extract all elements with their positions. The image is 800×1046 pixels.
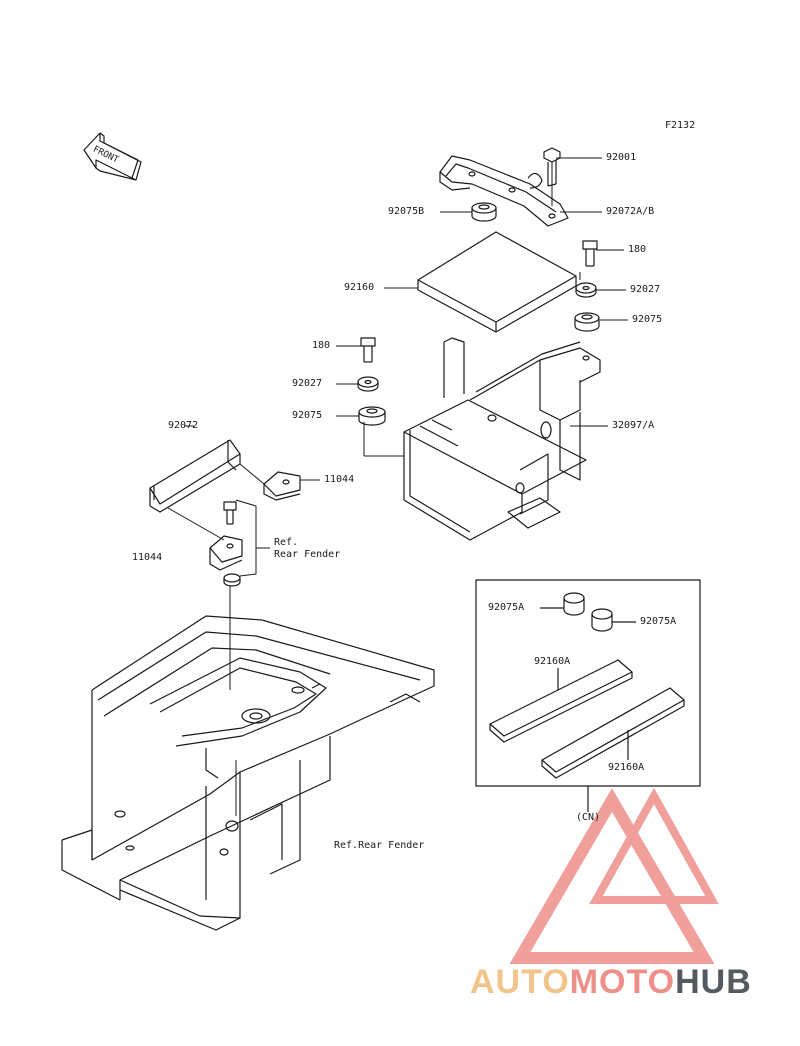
- label-92075-right: 92075: [632, 314, 663, 325]
- label-92075A-left: 92075A: [488, 602, 525, 613]
- battery-case-32097A: [403, 337, 601, 541]
- label-92072: 92072: [168, 420, 199, 431]
- clip-11044-right: [263, 471, 301, 501]
- label-92160A-lower: 92160A: [608, 762, 645, 773]
- battery-pad-92160: [417, 231, 577, 333]
- clip-11044-left: [209, 535, 243, 571]
- label-180-left: 180: [312, 340, 331, 351]
- watermark-moto: MOTO: [569, 963, 676, 1001]
- figure-code: F2132: [665, 120, 696, 131]
- label-variant-cn: (CN): [576, 812, 601, 823]
- label-11044-left: 11044: [132, 552, 163, 563]
- label-92160: 92160: [344, 282, 375, 293]
- label-92072AB: 92072A/B: [606, 206, 655, 217]
- washer-92027-right: [575, 282, 597, 298]
- washer-92027-left: [357, 376, 379, 392]
- label-180-right: 180: [628, 244, 647, 255]
- grommet-92075-left: [358, 406, 386, 426]
- inset-cn-box: [475, 579, 701, 812]
- label-92075A-right: 92075A: [640, 616, 677, 627]
- battery-holder-bracket: [439, 155, 569, 227]
- label-ref-rear-fender-upper: Ref. Rear Fender: [274, 537, 341, 560]
- grommet-92075-right: [574, 312, 600, 332]
- leader-lines: [167, 157, 628, 816]
- watermark-text: AUTOMOTOHUB: [470, 962, 752, 1002]
- label-32097A: 32097/A: [612, 420, 655, 431]
- strap-92072: [149, 439, 241, 513]
- watermark-auto: AUTO: [470, 963, 570, 1001]
- label-11044-right: 11044: [324, 474, 355, 485]
- automotohub-logo-icon: [509, 787, 719, 964]
- label-92160A-upper: 92160A: [534, 656, 571, 667]
- watermark-hub: HUB: [675, 963, 752, 1001]
- label-ref-rear-fender-lower: Ref.Rear Fender: [334, 840, 425, 851]
- rear-fender-frame: [61, 615, 435, 931]
- collar-small: [223, 573, 241, 587]
- grommet-92075B: [471, 202, 497, 222]
- bolt-left-small: [223, 501, 237, 525]
- label-92075B: 92075B: [388, 206, 425, 217]
- label-92001: 92001: [606, 152, 637, 163]
- label-92027-right: 92027: [630, 284, 661, 295]
- bolt-180-left: [360, 337, 376, 363]
- front-arrow-icon: [83, 132, 142, 181]
- label-92027-left: 92027: [292, 378, 323, 389]
- label-92075-left: 92075: [292, 410, 323, 421]
- bolt-180-right: [582, 240, 598, 267]
